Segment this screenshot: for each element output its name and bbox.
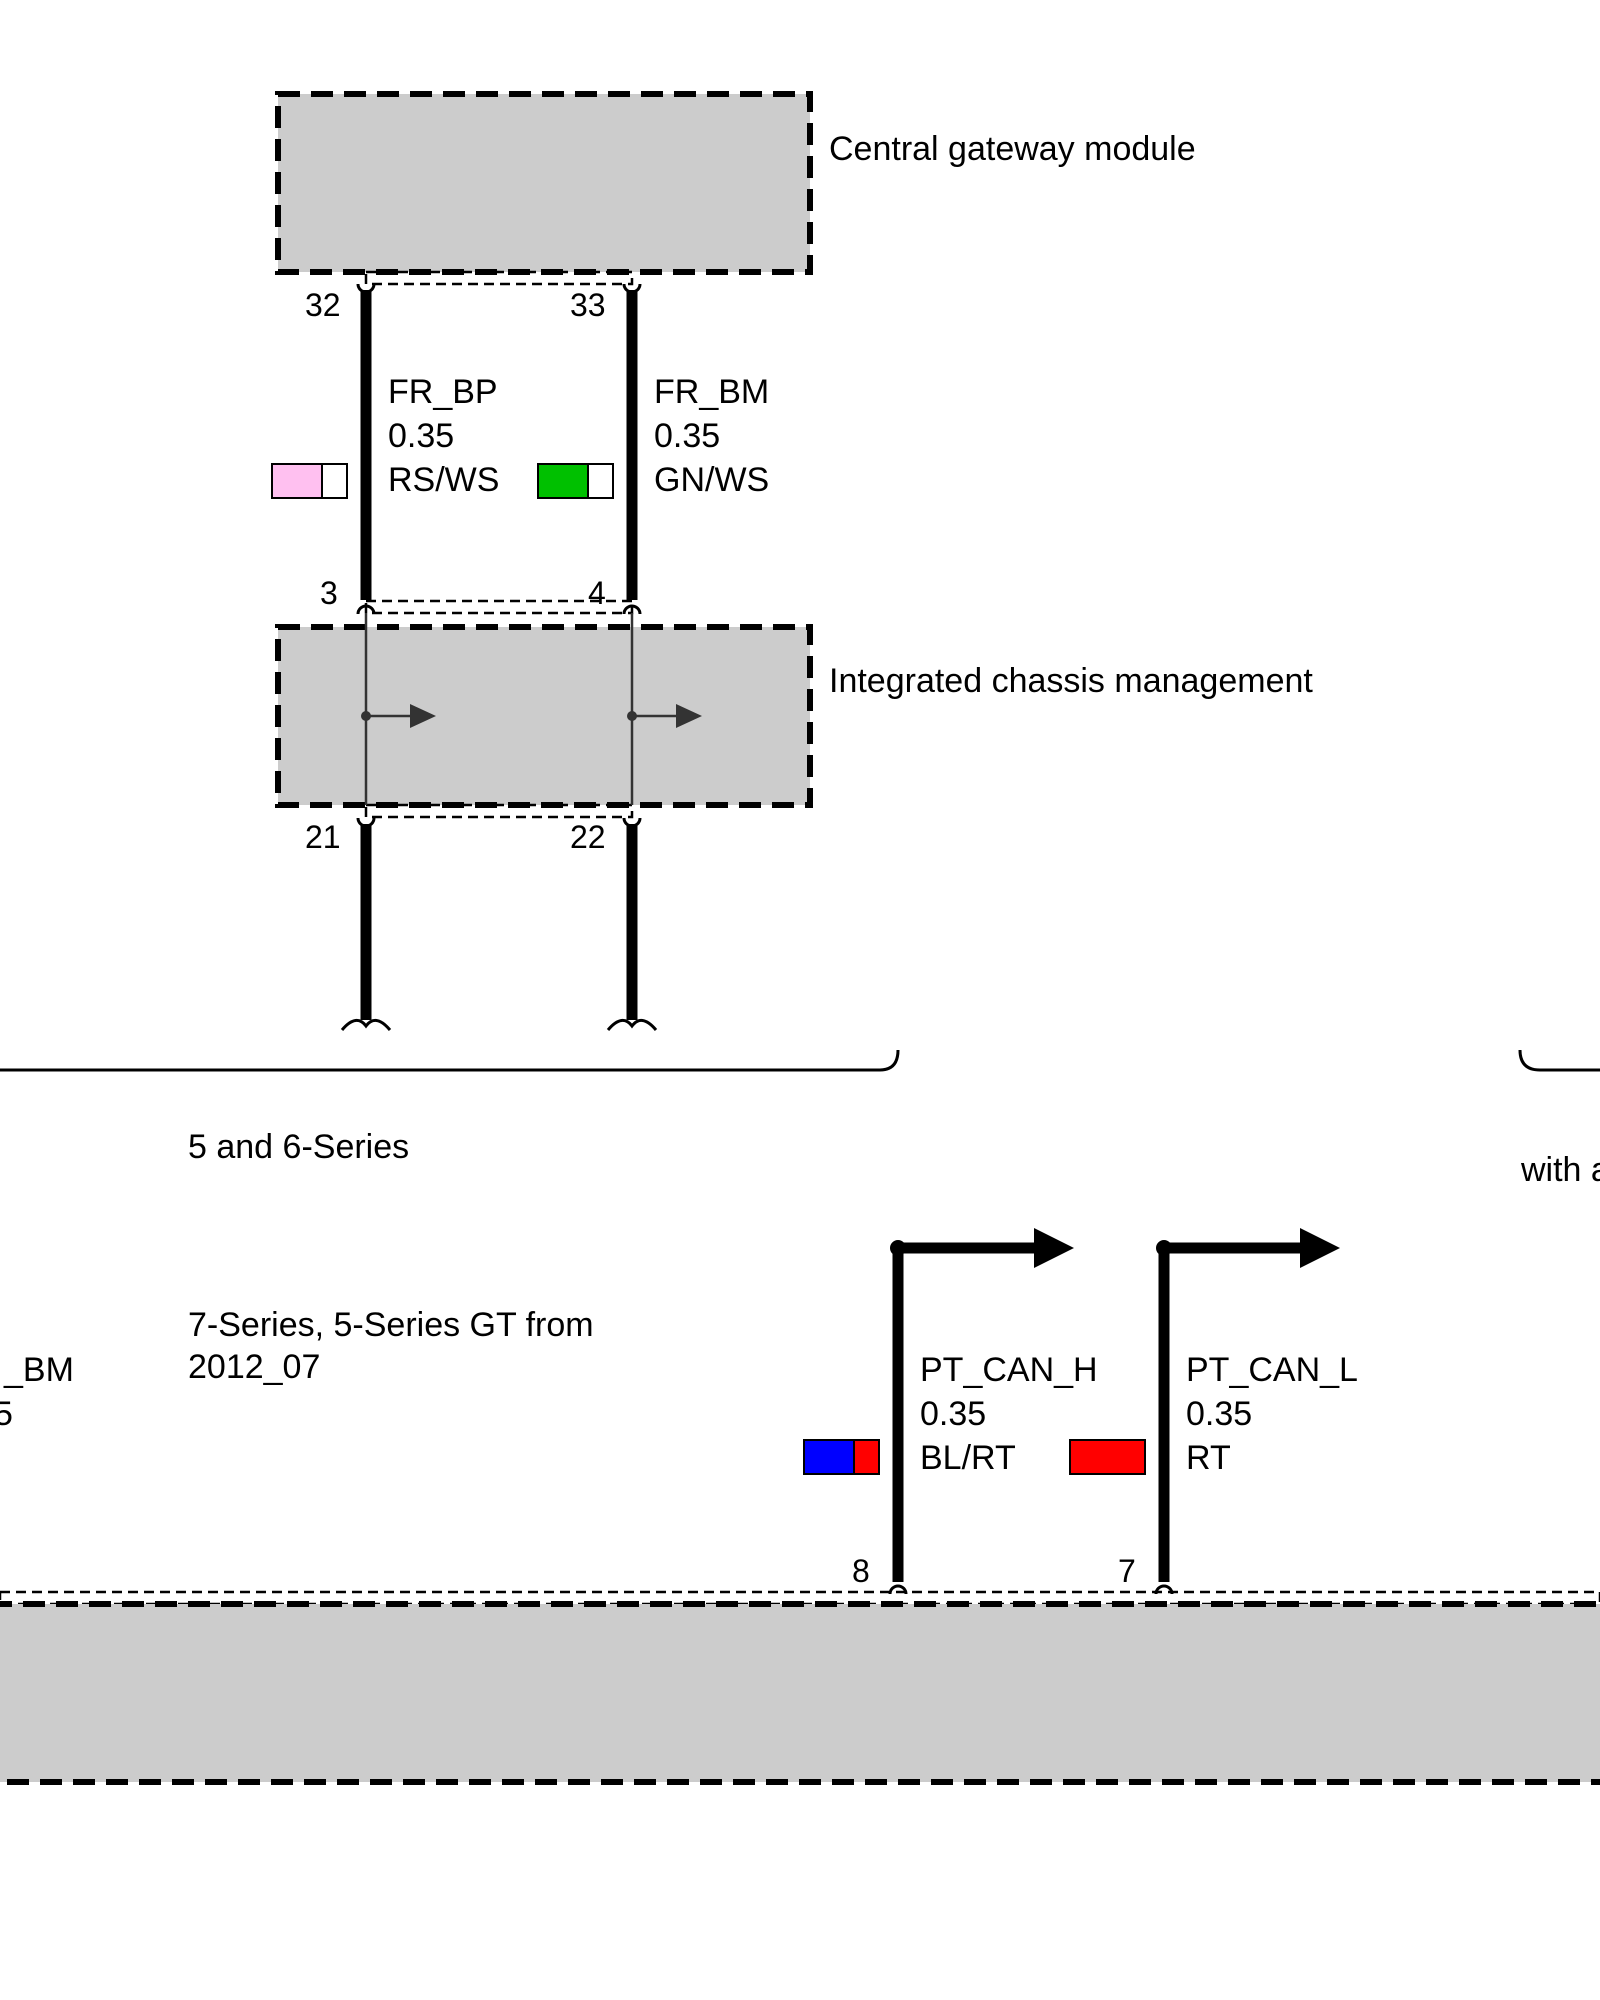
- pin-icm-21: 21: [305, 819, 341, 855]
- pin-icm-4: 4: [588, 575, 606, 611]
- wire-pt-can-h-signal: PT_CAN_H: [920, 1351, 1098, 1389]
- variant-bracket-5-6-series: [0, 1049, 900, 1072]
- wire-pt-can-l-color-swatch: [1069, 1439, 1146, 1475]
- wire-pt-can-h-gauge: 0.35: [920, 1395, 986, 1433]
- wire-fr-bp-signal: FR_BP: [388, 373, 498, 411]
- icm-internal-path-left: [361, 613, 436, 805]
- wire-pt-can-l-signal: PT_CAN_L: [1186, 1351, 1358, 1389]
- wire-pt-can-l-gauge: 0.35: [1186, 1395, 1252, 1433]
- central-gateway-module[interactable]: [275, 91, 813, 275]
- wire-pt-can-l-color-code: RT: [1186, 1439, 1231, 1477]
- icm-internal-path-right: [627, 613, 702, 805]
- wire-pt-can-l[interactable]: [1154, 1228, 1340, 1595]
- variant-label-7-series-line1: 7-Series, 5-Series GT from: [188, 1306, 594, 1344]
- central-gateway-module-label: Central gateway module: [829, 130, 1196, 168]
- wire-fr-bp-continuation[interactable]: [340, 817, 392, 1031]
- left-partial-signal: _BM: [3, 1351, 74, 1389]
- pin-icm-3: 3: [320, 575, 338, 611]
- wire-fr-bm[interactable]: [622, 283, 642, 615]
- variant-label-7-series-line2: 2012_07: [188, 1348, 320, 1386]
- variant-label-right-partial: with a: [1520, 1151, 1600, 1189]
- pin-bottom-8: 8: [852, 1553, 870, 1589]
- variant-bracket-right: [1518, 1049, 1600, 1072]
- integrated-chassis-management-module[interactable]: [275, 624, 813, 808]
- icm-bottom-connector-outline: [364, 803, 634, 819]
- wire-fr-bm-continuation[interactable]: [606, 817, 658, 1031]
- wire-fr-bp-gauge: 0.35: [388, 417, 454, 455]
- pin-icm-22: 22: [570, 819, 606, 855]
- wire-fr-bp[interactable]: [356, 283, 376, 615]
- wire-fr-bm-gauge: 0.35: [654, 417, 720, 455]
- bottom-module-connector-outline: [0, 1590, 1600, 1606]
- gateway-connector-outline: [364, 270, 634, 286]
- pin-gateway-32: 32: [305, 287, 341, 323]
- wire-fr-bm-signal: FR_BM: [654, 373, 769, 411]
- integrated-chassis-management-label: Integrated chassis management: [829, 662, 1313, 700]
- variant-label-5-6-series: 5 and 6-Series: [188, 1128, 409, 1166]
- wire-pt-can-h-color-code: BL/RT: [920, 1439, 1016, 1477]
- wire-fr-bm-color-swatch: [537, 463, 614, 499]
- wire-fr-bp-color-swatch: [271, 463, 348, 499]
- wire-pt-can-h-color-swatch: [803, 1439, 880, 1475]
- pin-gateway-33: 33: [570, 287, 606, 323]
- wire-fr-bp-color-code: RS/WS: [388, 461, 499, 499]
- wire-fr-bm-color-code: GN/WS: [654, 461, 769, 499]
- left-partial-gauge: 5: [0, 1395, 13, 1433]
- bottom-module[interactable]: [0, 1601, 1600, 1785]
- pin-bottom-7: 7: [1118, 1553, 1136, 1589]
